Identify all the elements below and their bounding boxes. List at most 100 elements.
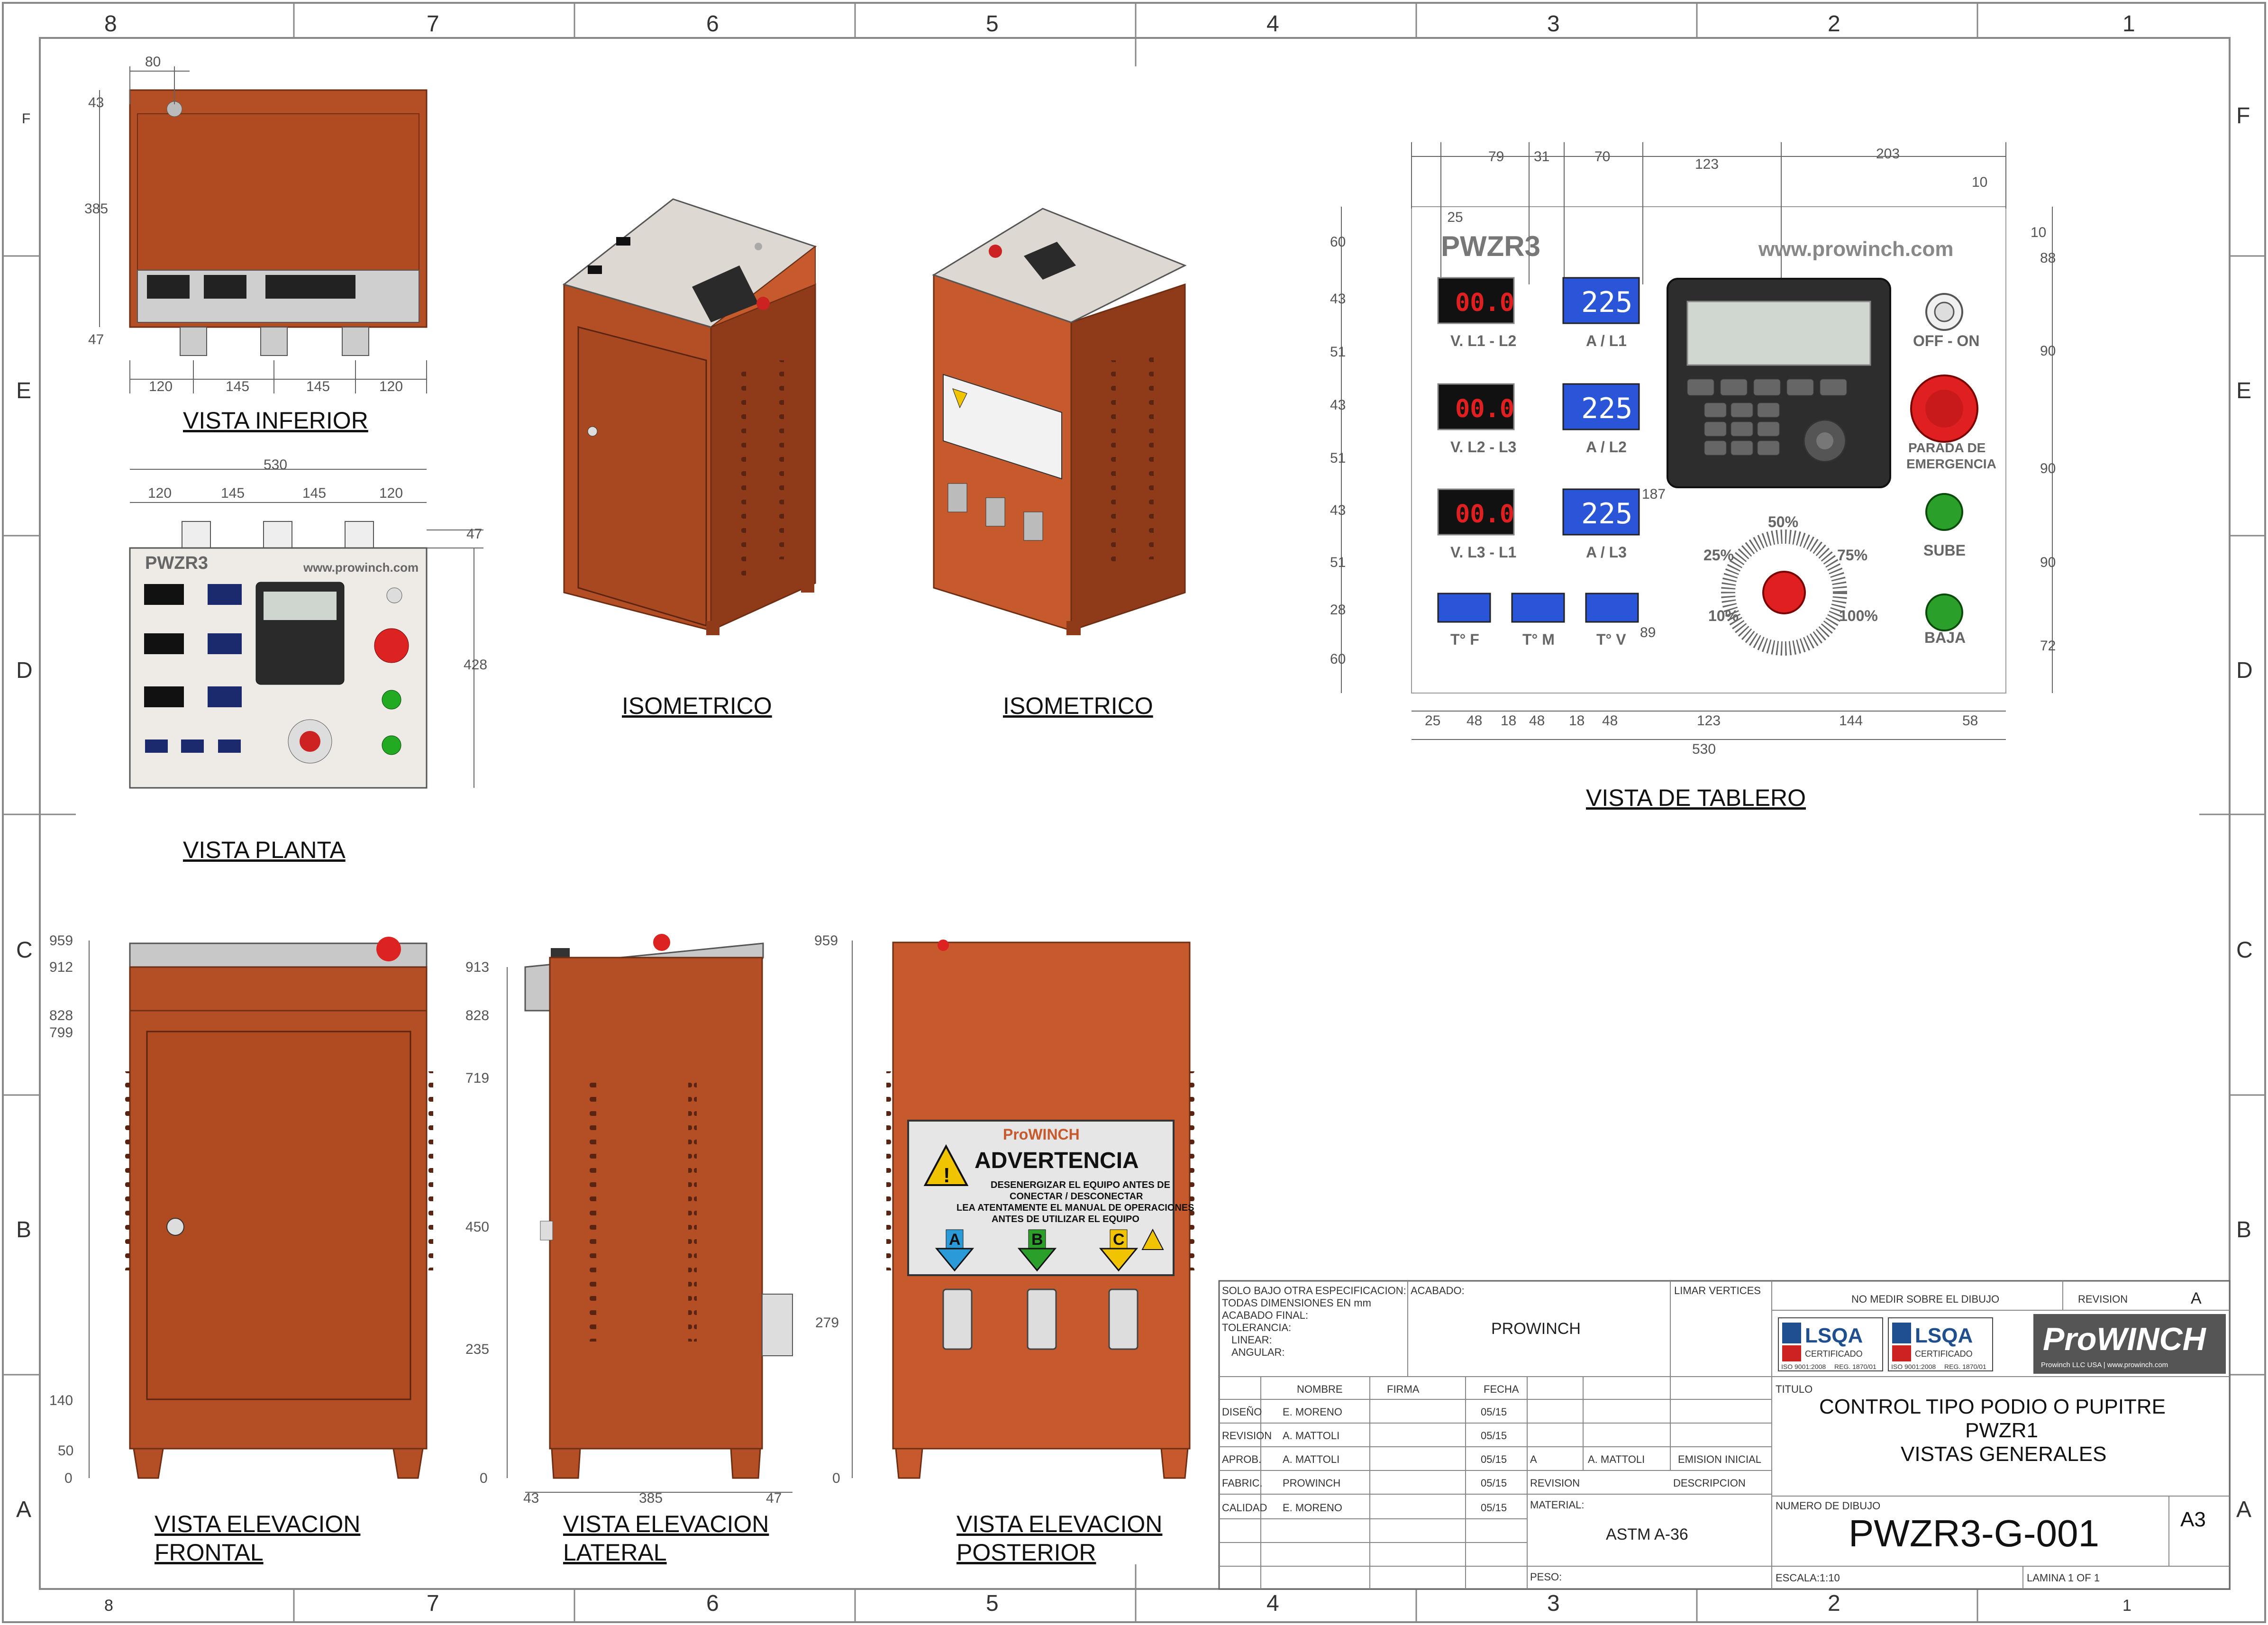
amp-label: A / L3 bbox=[1586, 544, 1627, 561]
signer-name: A. MATTOLI bbox=[1283, 1453, 1339, 1465]
role-label: REVISION bbox=[1222, 1430, 1272, 1442]
dim-label: 43 bbox=[1330, 291, 1346, 307]
dim-label: 145 bbox=[306, 379, 330, 394]
dim-label: 0 bbox=[832, 1470, 840, 1486]
view-lateral: 913 828 719 450 235 0 43 385 47 VISTA EL… bbox=[465, 934, 793, 1566]
view-title: VISTA ELEVACION bbox=[563, 1511, 769, 1537]
controller-screen bbox=[1686, 301, 1871, 366]
volt-meter-2: 00.0 V. L2 - L3 bbox=[1437, 383, 1516, 456]
zone-label: B bbox=[2236, 1217, 2251, 1242]
view-posterior: ProWINCH ! ADVERTENCIA DESENERGIZAR EL E… bbox=[814, 933, 1196, 1566]
zone-label: A bbox=[2236, 1497, 2251, 1522]
role-label: APROB. bbox=[1222, 1453, 1261, 1465]
col-header: FIRMA bbox=[1387, 1383, 1420, 1395]
zone-label: D bbox=[16, 658, 33, 683]
dim-label: 90 bbox=[2040, 461, 2056, 476]
cert-iso: ISO 9001:2008 bbox=[1891, 1363, 1936, 1370]
signer-name: A. MATTOLI bbox=[1283, 1430, 1339, 1442]
dim-label: 43 bbox=[1330, 502, 1346, 518]
dim-label: 120 bbox=[379, 379, 403, 394]
view-title: POSTERIOR bbox=[956, 1539, 1096, 1566]
dim-label: 25 bbox=[1425, 713, 1440, 729]
dim-label: 145 bbox=[302, 485, 326, 501]
dim-label: 235 bbox=[465, 1342, 489, 1357]
warning-line: DESENERGIZAR EL EQUIPO ANTES DE bbox=[991, 1180, 1170, 1190]
dim-label: 47 bbox=[88, 332, 104, 347]
dim-label: 123 bbox=[1695, 156, 1719, 172]
panel-model-large: PWZR3 bbox=[1441, 230, 1540, 262]
dim-label: 799 bbox=[49, 1025, 73, 1041]
view-frontal: 959 912 828 799 140 50 0 VISTA ELEVACION… bbox=[49, 933, 433, 1566]
zone-label: F bbox=[22, 111, 30, 127]
knob-mark: 50% bbox=[1768, 513, 1798, 530]
volt-reading: 00.0 bbox=[1455, 395, 1514, 423]
zone-ticks bbox=[3, 3, 2265, 1622]
signer-name: E. MORENO bbox=[1283, 1502, 1342, 1514]
acabado-value: PROWINCH bbox=[1491, 1320, 1581, 1338]
dim-label: 28 bbox=[1330, 602, 1346, 618]
dim-label: 72 bbox=[2040, 638, 2056, 654]
logo-text: ProWINCH bbox=[2043, 1321, 2207, 1357]
inner-frame bbox=[39, 37, 2231, 1590]
dim-label: 50 bbox=[58, 1443, 73, 1459]
view-title: FRONTAL bbox=[155, 1539, 264, 1566]
view-title: VISTA INFERIOR bbox=[183, 407, 368, 434]
role-label: FABRIC. bbox=[1222, 1477, 1263, 1489]
titulo-label: TITULO bbox=[1776, 1383, 1813, 1395]
panel-url-large: www.prowinch.com bbox=[1758, 237, 1954, 261]
drawing-number: PWZR3-G-001 bbox=[1849, 1512, 2099, 1554]
dim-label: 145 bbox=[221, 485, 245, 501]
view-title: VISTA ELEVACION bbox=[155, 1511, 360, 1537]
sheet-size: A3 bbox=[2180, 1508, 2206, 1531]
phase-label: C bbox=[1113, 1231, 1125, 1249]
switch-label: OFF - ON bbox=[1913, 332, 1979, 349]
zone-label: F bbox=[2236, 103, 2250, 128]
zone-labels-bottom: 8 7 6 5 4 3 2 1 bbox=[104, 1591, 2131, 1616]
iso-warning-label bbox=[943, 374, 1062, 480]
view-title: VISTA DE TABLERO bbox=[1586, 785, 1806, 811]
dim-label: 18 bbox=[1501, 713, 1516, 729]
zone-label: 1 bbox=[2122, 1597, 2131, 1615]
signer-name: E. MORENO bbox=[1283, 1406, 1342, 1418]
knob-mark: 100% bbox=[1839, 607, 1878, 624]
zone-label: C bbox=[2236, 938, 2253, 963]
zone-label: 6 bbox=[706, 1591, 719, 1616]
dim-label: 10 bbox=[1972, 174, 1987, 190]
dim-label: 428 bbox=[464, 657, 487, 673]
view-title: VISTA ELEVACION bbox=[956, 1511, 1162, 1537]
dim-label: 530 bbox=[1692, 741, 1716, 757]
dim-label: 145 bbox=[226, 379, 249, 394]
dim-label: 120 bbox=[148, 485, 172, 501]
volt-label: V. L3 - L1 bbox=[1450, 544, 1516, 561]
dim-label: 530 bbox=[264, 457, 287, 473]
dim-label: 828 bbox=[49, 1008, 73, 1023]
view-tablero: 25 79 31 70 123 203 10 10 60 43 51 43 51… bbox=[1330, 142, 2056, 811]
estop-label: EMERGENCIA bbox=[1906, 456, 1996, 471]
dim-label: 120 bbox=[379, 485, 403, 501]
dim-label: 385 bbox=[639, 1490, 663, 1506]
dim-label: 51 bbox=[1330, 344, 1346, 360]
view-title: VISTA PLANTA bbox=[183, 837, 346, 863]
zone-label: 3 bbox=[1547, 11, 1560, 37]
dim-label: 959 bbox=[814, 933, 838, 949]
escala: ESCALA:1:10 bbox=[1776, 1572, 1840, 1584]
dim-label: 51 bbox=[1330, 450, 1346, 466]
material-value: ASTM A-36 bbox=[1606, 1525, 1688, 1543]
lamina: LAMINA 1 OF 1 bbox=[2027, 1572, 2100, 1584]
zone-label: 7 bbox=[427, 11, 439, 37]
zone-label: C bbox=[16, 938, 33, 963]
view-planta: 530 120 145 145 120 47 428 PWZR3 www.pro… bbox=[129, 457, 487, 863]
dim-label: 123 bbox=[1697, 713, 1721, 729]
view-title: ISOMETRICO bbox=[622, 693, 772, 719]
up-label: SUBE bbox=[1923, 542, 1966, 559]
dim-label: 450 bbox=[465, 1219, 489, 1235]
zone-label: 4 bbox=[1266, 1591, 1279, 1616]
emergency-stop: PARADA DE EMERGENCIA bbox=[1906, 374, 1996, 471]
amp-meter-3: 225 A / L3 bbox=[1562, 488, 1640, 561]
dim-label: 48 bbox=[1466, 713, 1482, 729]
sign-date: 05/15 bbox=[1481, 1502, 1507, 1514]
spec-line: ACABADO FINAL: bbox=[1222, 1309, 1308, 1321]
drawing-title: PWZR1 bbox=[1965, 1419, 2038, 1442]
lsqa-cert-2: LSQA CERTIFICADO ISO 9001:2008 REG. 1870… bbox=[1888, 1317, 1993, 1371]
